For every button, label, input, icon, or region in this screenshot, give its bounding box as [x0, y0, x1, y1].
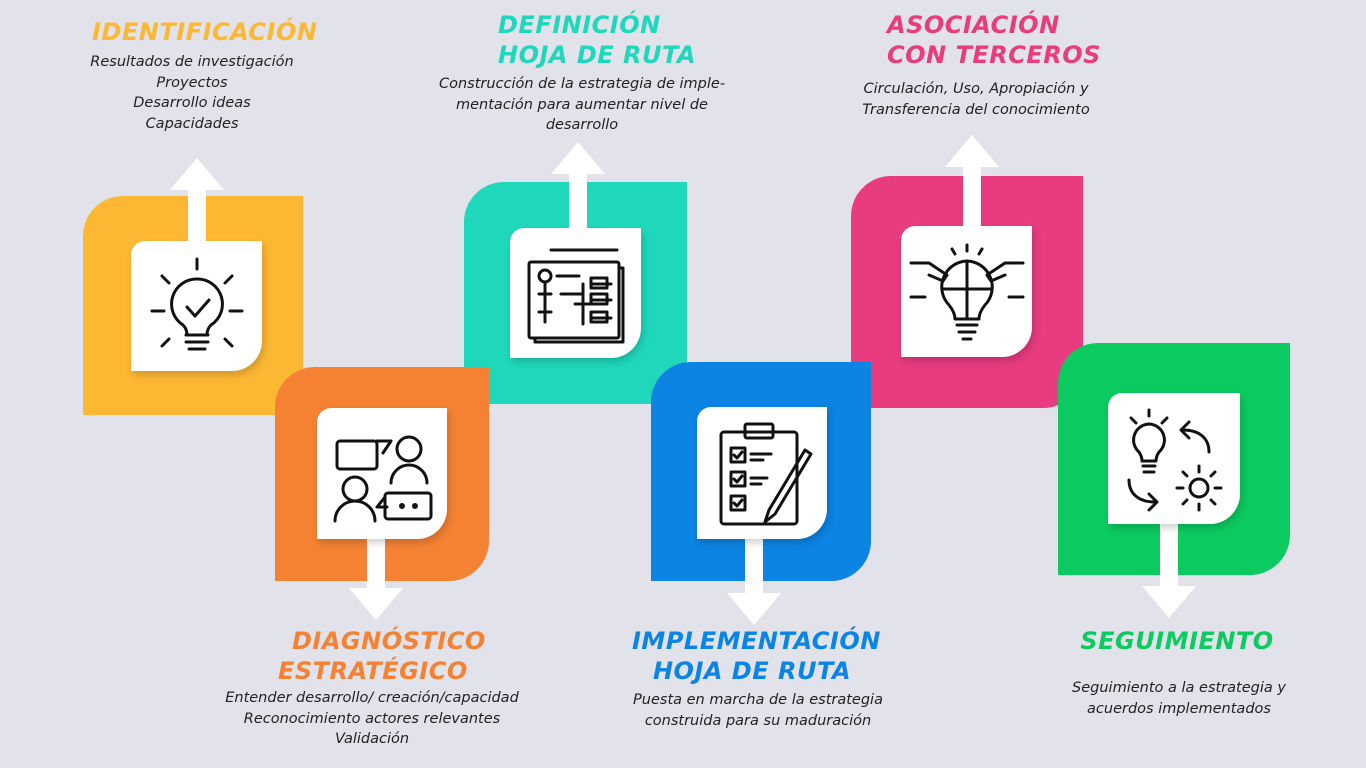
arrow-down-2 [367, 537, 385, 592]
desc-line: Circulación, Uso, Apropiación y [863, 81, 1089, 97]
step-6-desc: Seguimiento a la estrategia y acuerdos im… [1019, 678, 1339, 719]
icon-card-1 [131, 241, 262, 371]
arrow-down-4 [745, 537, 763, 595]
arrow-head-4 [727, 593, 781, 625]
icon-card-2 [317, 408, 447, 539]
title-line: DEFINICIÓN [498, 11, 661, 39]
title-line: ESTRATÉGICO [278, 657, 468, 685]
icon-card-6 [1108, 393, 1240, 524]
step-1-title: IDENTIFICACIÓN [92, 17, 318, 47]
title-line: SEGUIMIENTO [1080, 627, 1274, 655]
desc-line: mentación para aumentar nivel de [456, 96, 708, 113]
step-3-desc: Construcción de la estrategia de imple-m… [422, 74, 742, 136]
bulb-gear-cycle-icon [1127, 408, 1223, 511]
arrow-up-3 [569, 172, 587, 230]
desc-line: Entender desarrollo/ creación/capacidad [225, 690, 519, 706]
desc-line: Seguimiento a la estrategia y [1072, 680, 1286, 696]
desc-line: Puesta en marcha de la estrategia [633, 692, 883, 708]
arrow-head-6 [1142, 586, 1196, 618]
arrow-head-3 [551, 142, 605, 174]
desc-line: Resultados de investigación [90, 54, 294, 70]
icon-card-3 [510, 228, 641, 358]
clipboard-checklist-icon [719, 422, 813, 526]
lightbulb-check-icon [150, 257, 243, 351]
desc-line: Transferencia del conocimiento [862, 101, 1090, 118]
desc-line: Capacidades [145, 115, 239, 132]
hands-puzzle-bulb-icon [909, 243, 1024, 340]
people-chat-icon [333, 435, 433, 522]
title-line: CON TERCEROS [887, 41, 1101, 69]
flowchart-board-icon [527, 248, 624, 344]
title-line: HOJA DE RUTA [652, 657, 852, 685]
desc-line: acuerdos implementados [1087, 700, 1271, 717]
desc-line: desarrollo [545, 117, 619, 133]
step-5-desc: Circulación, Uso, Apropiación y Transfere… [816, 79, 1136, 120]
arrow-head-2 [349, 588, 403, 620]
title-line: IDENTIFICACIÓN [92, 18, 318, 46]
arrow-head-5 [945, 135, 999, 167]
arrow-down-6 [1160, 522, 1178, 588]
step-4-desc: Puesta en marcha de la estrategia constru… [598, 690, 918, 731]
desc-line: Reconocimiento actores relevantes [243, 710, 501, 727]
title-line: ASOCIACIÓN [887, 11, 1060, 39]
desc-line: Validación [334, 731, 410, 747]
desc-line: Desarrollo ideas [133, 95, 251, 111]
arrow-up-1 [188, 188, 206, 243]
desc-line: Proyectos [156, 74, 228, 91]
desc-line: construida para su maduración [644, 712, 872, 729]
desc-line: Construcción de la estrategia de imple- [438, 76, 726, 92]
arrow-up-5 [963, 165, 981, 228]
icon-card-4 [697, 407, 827, 539]
step-6-title: SEGUIMIENTO [1077, 626, 1277, 656]
title-line: IMPLEMENTACIÓN [632, 627, 881, 655]
icon-card-5 [901, 226, 1032, 357]
arrow-head-1 [170, 158, 224, 190]
title-line: HOJA DE RUTA [498, 41, 697, 69]
title-line: DIAGNÓSTICO [292, 627, 486, 655]
